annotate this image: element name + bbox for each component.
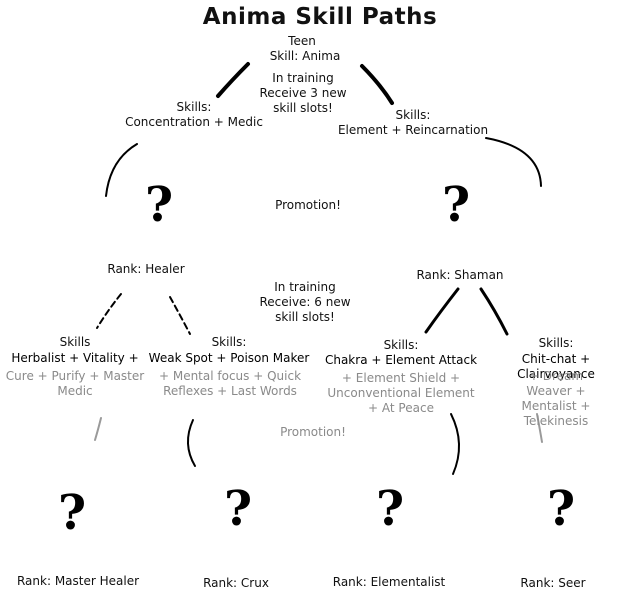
- connector-shaman-seer: [479, 287, 509, 336]
- rank-seer: Rank: Seer: [520, 576, 586, 590]
- branch-right-skills: Skills: Element + Reincarnation: [337, 108, 489, 137]
- branch-left-skills: Skills: Concentration + Medic: [125, 100, 263, 129]
- path-master-healer-base-skills: Herbalist + Vitality +: [11, 351, 139, 365]
- connector-crux-final: [187, 419, 196, 467]
- mystery-seer-icon: ?: [546, 481, 576, 537]
- mystery-crux-icon: ?: [223, 481, 253, 537]
- path-seer-heading: Skills:: [538, 336, 574, 350]
- connector-elementalist-final: [450, 413, 461, 475]
- connector-left-healer: [105, 143, 138, 197]
- connector-healer-crux: [169, 296, 191, 335]
- connector-root-left: [216, 62, 250, 98]
- connector-root-right: [360, 64, 394, 105]
- connector-right-shaman: [485, 137, 542, 187]
- root-skill: Skill: Anima: [269, 49, 341, 63]
- mystery-healer-icon: ?: [144, 177, 174, 233]
- path-seer-extra-skills: + Dream Weaver + Mentalist + Telekinesis: [521, 369, 591, 428]
- training-note-2: In training Receive: 6 new skill slots!: [259, 280, 351, 324]
- path-elementalist-base-skills: Chakra + Element Attack: [324, 353, 478, 367]
- rank-shaman: Rank: Shaman: [416, 268, 504, 282]
- diagram-title: Anima Skill Paths: [202, 4, 438, 30]
- path-master-healer-extra-skills: Cure + Purify + Master Medic: [5, 369, 145, 398]
- promotion-label-1: Promotion!: [275, 198, 341, 212]
- rank-crux: Rank: Crux: [203, 576, 269, 590]
- connector-shaman-elementalist: [424, 287, 460, 334]
- path-master-healer-heading: Skills: [59, 335, 91, 349]
- connector-seer-final: [536, 413, 543, 443]
- mystery-shaman-icon: ?: [441, 177, 471, 233]
- rank-healer: Rank: Healer: [107, 262, 185, 276]
- connector-healer-master: [96, 293, 122, 329]
- path-crux-heading: Skills:: [211, 335, 247, 349]
- path-elementalist-heading: Skills:: [383, 338, 419, 352]
- mystery-master-healer-icon: ?: [57, 485, 87, 541]
- path-seer-base-skills: Chit-chat + Clairvoyance: [517, 352, 595, 381]
- path-crux-extra-skills: + Mental focus + Quick Reflexes + Last W…: [158, 369, 302, 398]
- path-crux-base-skills: Weak Spot + Poison Maker: [148, 351, 310, 365]
- connector-master-final: [94, 417, 102, 441]
- root-training-note: In training Receive 3 new skill slots!: [259, 71, 347, 115]
- rank-elementalist: Rank: Elementalist: [332, 575, 446, 589]
- mystery-elementalist-icon: ?: [375, 481, 405, 537]
- root-stage: Teen: [288, 34, 316, 48]
- rank-master-healer: Rank: Master Healer: [16, 574, 140, 588]
- promotion-label-2: Promotion!: [280, 425, 346, 439]
- path-elementalist-extra-skills: + Element Shield + Unconventional Elemen…: [327, 371, 475, 415]
